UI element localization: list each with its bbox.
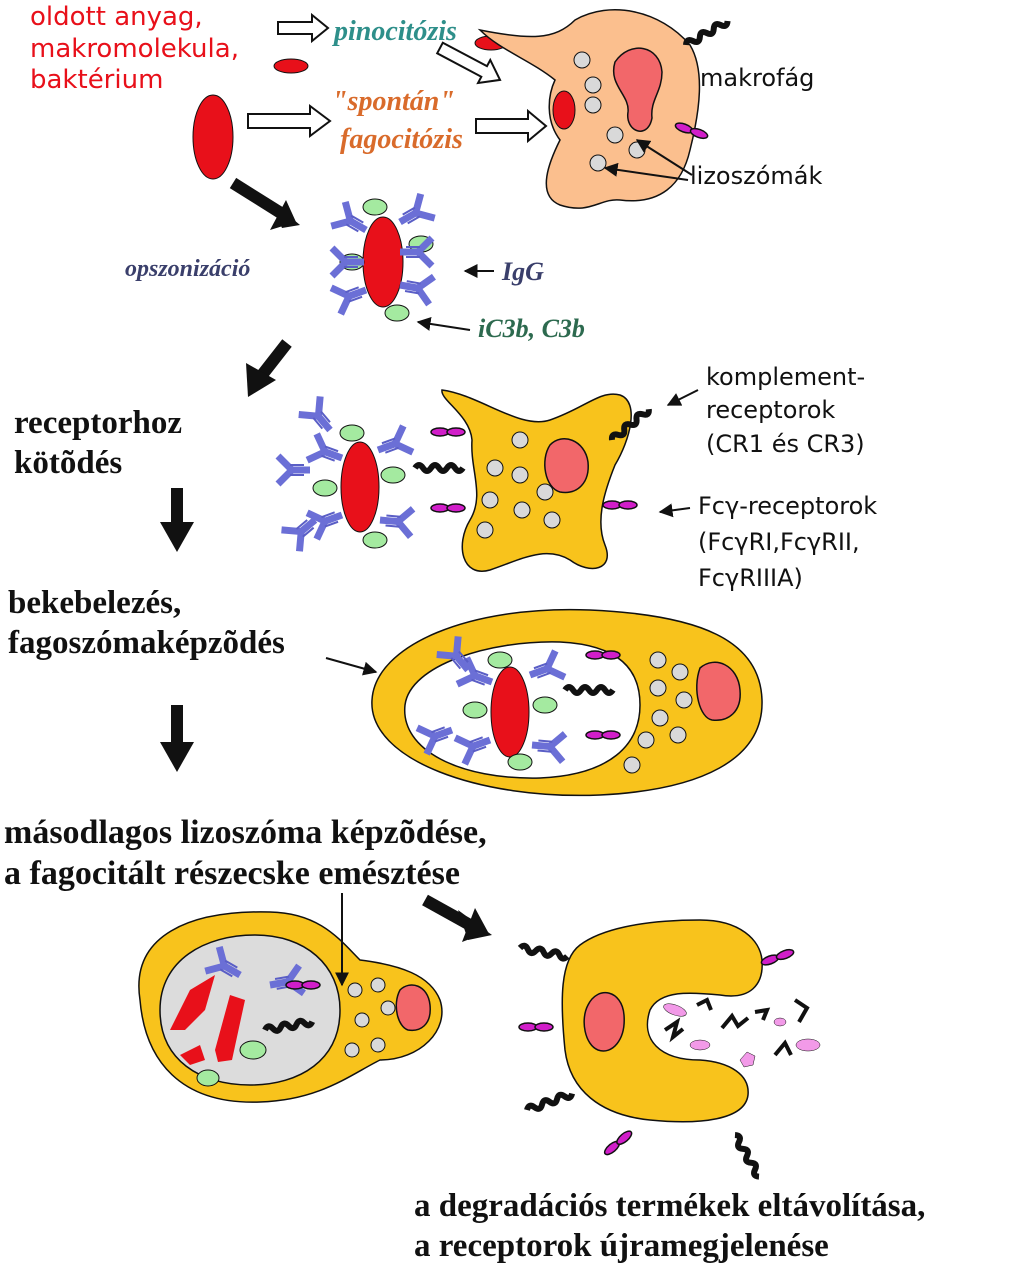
makrofag-label: makrofág [700, 64, 814, 92]
ic3b-label: iC3b, C3b [478, 314, 585, 343]
hollow-arrow-pino [277, 12, 330, 44]
spontan-label-1: "spontán" [332, 86, 455, 117]
binding-macrophage [441, 389, 651, 572]
igg-label: IgG [501, 257, 544, 286]
step-masodlagos-line1: másodlagos lizoszóma képzõdése, [4, 814, 487, 851]
bound-bacterium [278, 396, 465, 551]
fcg-label-2: (FcγRI,FcγRII, [698, 528, 860, 556]
engulfed-bacterium [417, 636, 621, 771]
step-receptor-line2: kötõdés [14, 445, 122, 481]
komplement-label-1: komplement- [706, 363, 865, 391]
fcg-label-1: Fcγ-receptorok [698, 492, 877, 520]
spontan-label-2: fagocitózis [340, 124, 463, 155]
phagosome-macrophage [371, 608, 763, 797]
ic3b-pointer [416, 316, 471, 331]
degradation-debris [663, 997, 821, 1068]
substances-line2: makromolekula, [30, 34, 239, 64]
lysosome-pointer-2 [603, 162, 689, 181]
lizoszomak-label: lizoszómák [690, 162, 822, 190]
substances-line3: baktérium [30, 65, 163, 95]
komplement-pointer [666, 389, 699, 406]
digesting-macrophage [138, 911, 443, 1103]
recycling-macrophage [519, 919, 796, 1178]
bacterium [192, 94, 234, 180]
small-particle [273, 58, 309, 74]
arrow-to-opsonization [229, 177, 300, 230]
substances-line1: oldott anyag, [30, 2, 203, 32]
opsonized-bacterium [331, 194, 435, 322]
step-degradacio-line2: a receptorok újramegjelenése [414, 1228, 829, 1264]
hollow-arrow-fago-2 [475, 108, 548, 144]
arrow-to-degradation [422, 894, 492, 942]
fcg-label-3: FcγRIIIA) [698, 564, 803, 592]
komplement-label-2: receptorok [706, 396, 835, 424]
komplement-label-3: (CR1 és CR3) [706, 430, 865, 458]
substances-label: oldott anyag, makromolekula, baktérium [30, 2, 239, 95]
step-bekebelezes-line2: fagoszómaképzõdés [8, 625, 285, 661]
resting-macrophage [477, 9, 729, 209]
lysosome-pointer-1 [635, 139, 693, 176]
arrow-to-receptor-binding [246, 339, 292, 397]
pinocitozis-label: pinocitózis [332, 16, 457, 47]
step-bekebelezes-line1: bekebelezés, [8, 585, 181, 621]
hollow-arrow-fago [247, 104, 332, 138]
step-receptor-line1: receptorhoz [14, 405, 182, 441]
down-arrow-1 [160, 488, 194, 552]
phagosome-pointer [325, 657, 378, 676]
step-degradacio-line1: a degradációs termékek eltávolítása, [414, 1188, 925, 1224]
down-arrow-2 [160, 705, 194, 772]
step-masodlagos-line2: a fagocitált részecske emésztése [4, 855, 460, 892]
hollow-arrow-pino-2 [435, 41, 502, 85]
fcg-pointer [658, 503, 691, 518]
opszonizacio-label: opszonizáció [125, 256, 250, 282]
